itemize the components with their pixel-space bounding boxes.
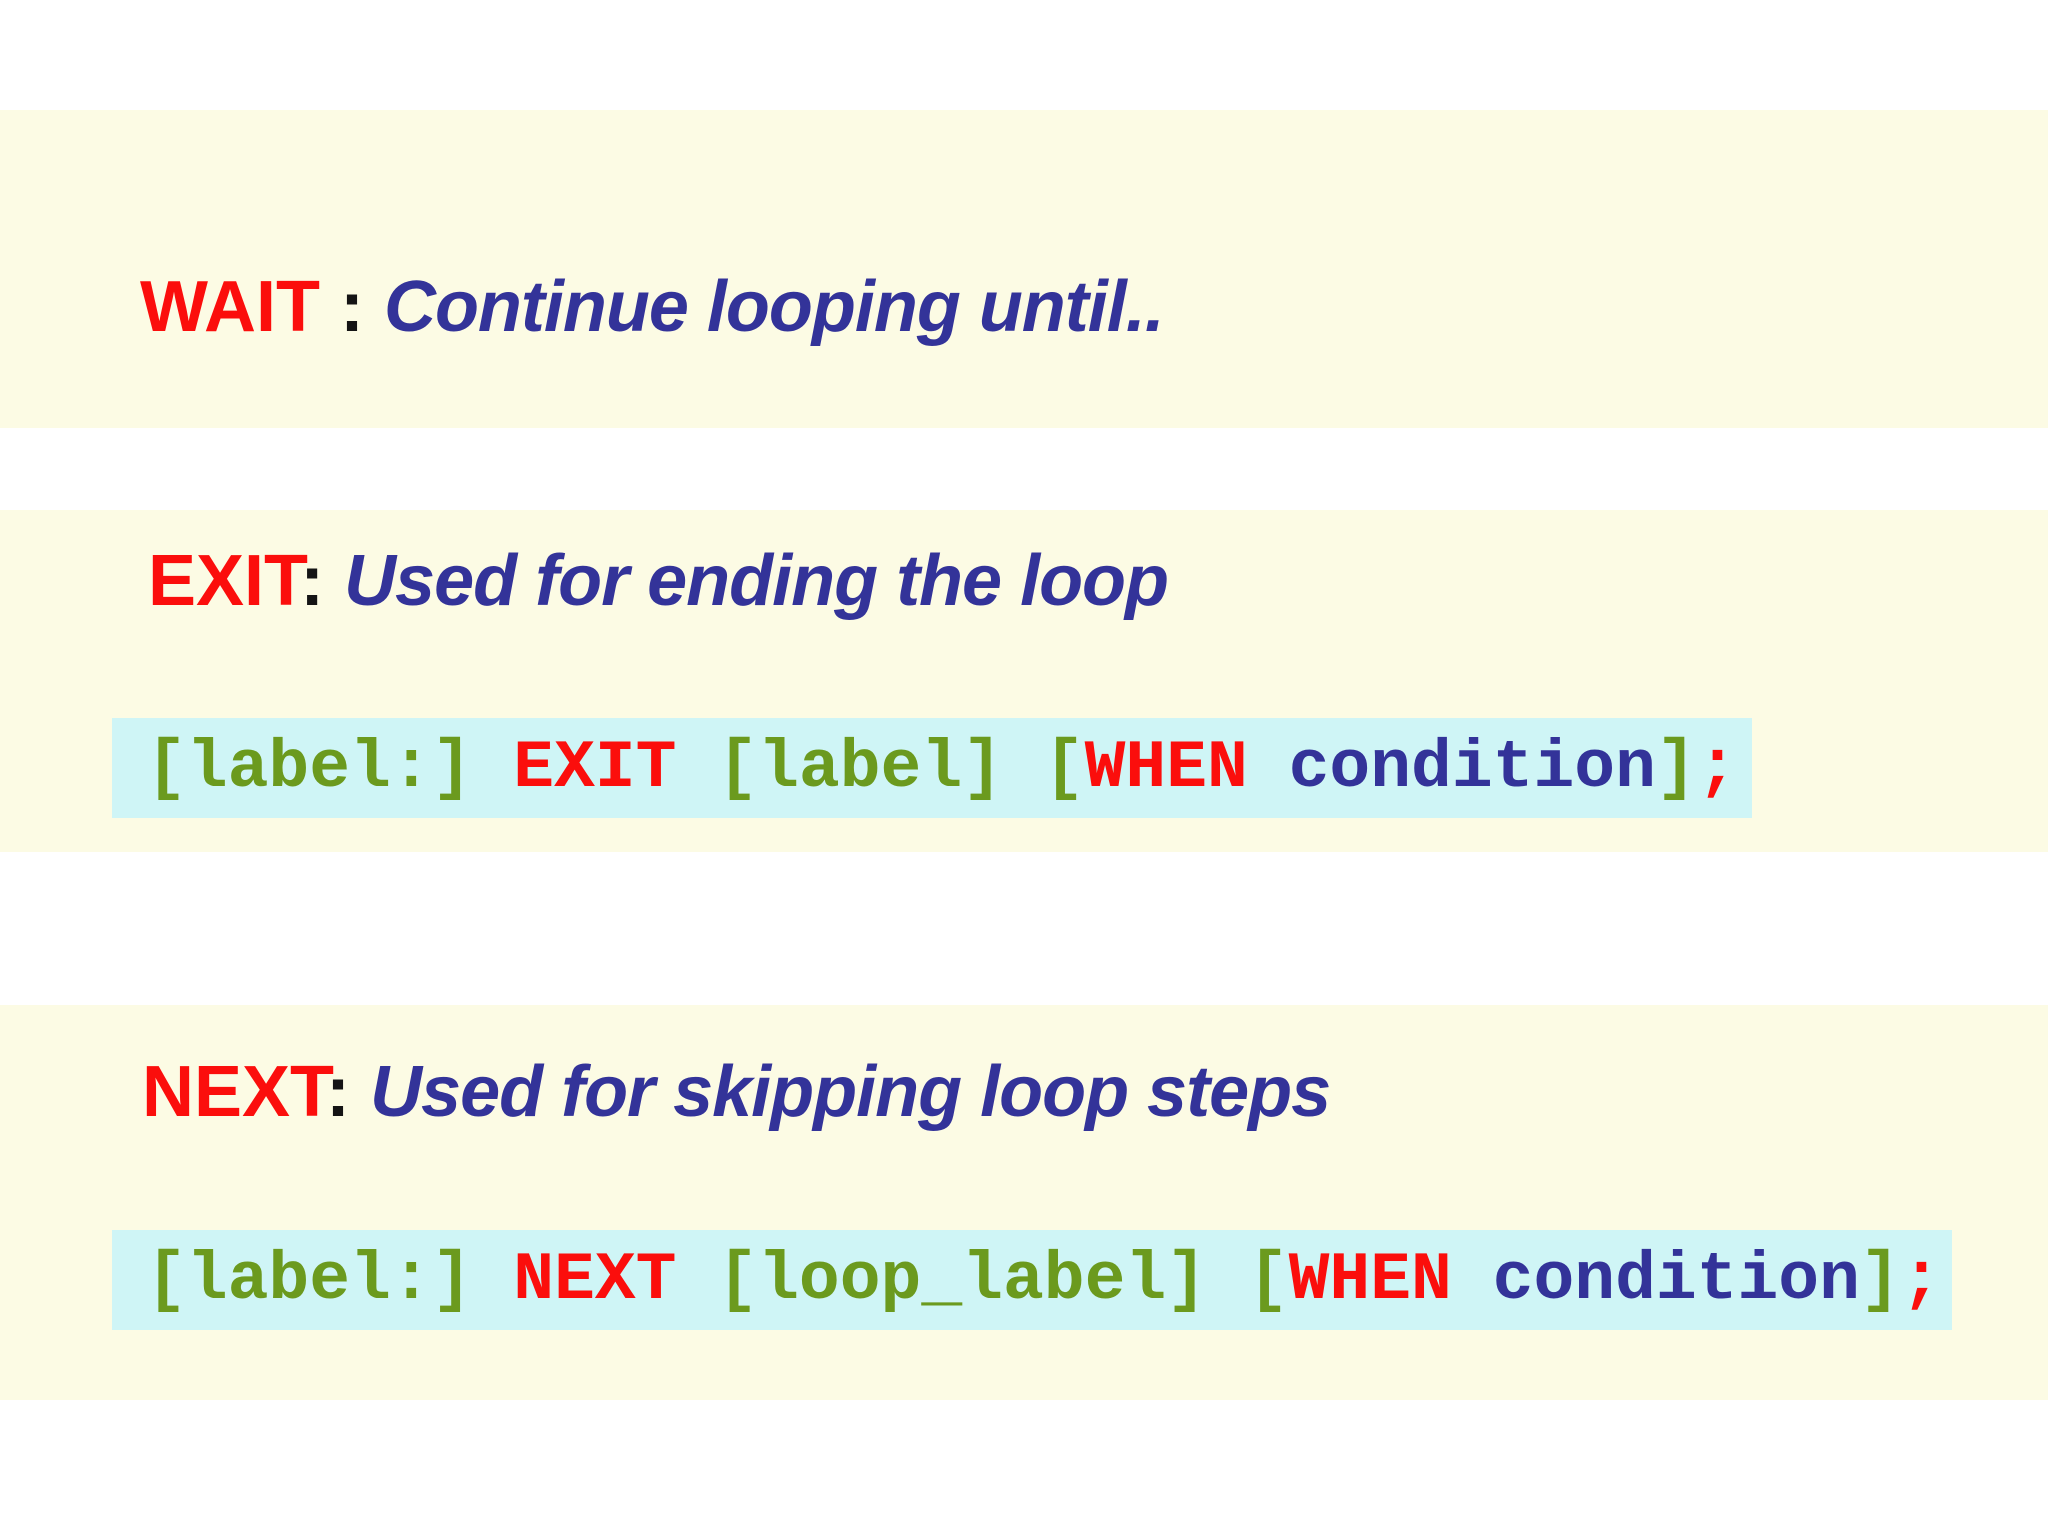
code-token: NEXT (513, 1242, 677, 1319)
code-token: WHEN (1084, 730, 1248, 807)
code-token: [label] [ (676, 730, 1085, 807)
exit-description: Used for ending the loop (344, 541, 1169, 621)
code-token: ; (1696, 730, 1738, 807)
exit-headline: EXIT: Used for ending the loop (148, 545, 1169, 617)
wait-section-band (0, 110, 2048, 428)
next-keyword: NEXT (142, 1052, 327, 1132)
exit-syntax-code: [label:] EXIT [label] [WHEN condition]; (112, 733, 1738, 803)
exit-syntax-highlight-strip: [label:] EXIT [label] [WHEN condition]; (112, 718, 1752, 818)
code-token: EXIT (513, 730, 677, 807)
code-token: ] (1655, 730, 1697, 807)
exit-separator: : (300, 541, 345, 621)
next-separator: : (326, 1052, 371, 1132)
wait-separator: : (319, 267, 384, 347)
next-description: Used for skipping loop steps (370, 1052, 1331, 1132)
next-headline: NEXT: Used for skipping loop steps (142, 1056, 1331, 1128)
code-token: [loop_label] [ (676, 1242, 1289, 1319)
code-token: condition (1247, 730, 1656, 807)
exit-keyword: EXIT (148, 541, 301, 621)
code-token: condition (1451, 1242, 1860, 1319)
next-syntax-code: [label:] NEXT [loop_label] [WHEN conditi… (112, 1245, 1942, 1315)
code-token: [label:] (146, 1242, 514, 1319)
wait-description: Continue looping until.. (383, 267, 1165, 347)
code-token: WHEN (1288, 1242, 1452, 1319)
wait-keyword: WAIT (140, 267, 320, 347)
code-token: ; (1900, 1242, 1942, 1319)
wait-headline: WAIT : Continue looping until.. (140, 271, 1165, 343)
code-token: ] (1859, 1242, 1901, 1319)
next-syntax-highlight-strip: [label:] NEXT [loop_label] [WHEN conditi… (112, 1230, 1952, 1330)
code-token: [label:] (146, 730, 514, 807)
next-section-band (0, 1005, 2048, 1400)
